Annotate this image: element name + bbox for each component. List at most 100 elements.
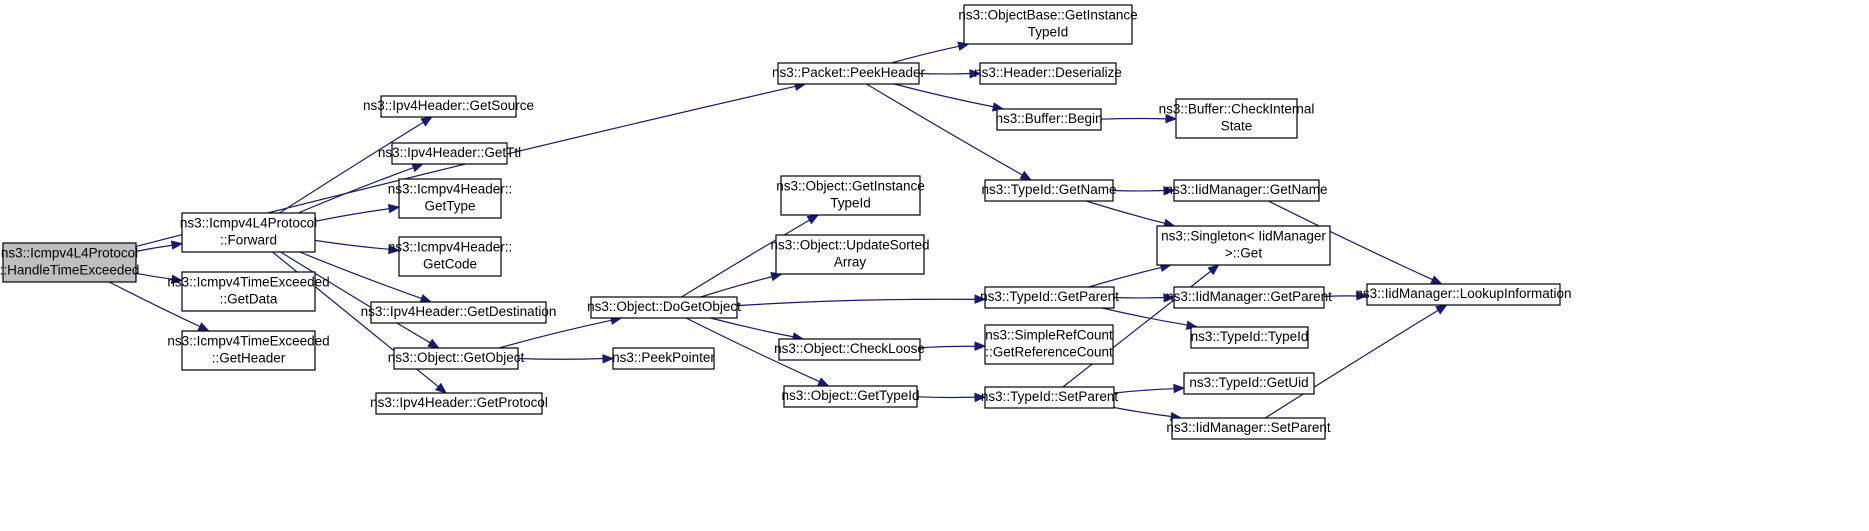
edge-n17-n24 bbox=[1268, 200, 1434, 281]
node-ipv4-get-destination-label-line: ns3::Ipv4Header::GetDestination bbox=[361, 304, 557, 319]
node-singleton-get-label-line: >::Get bbox=[1225, 246, 1262, 261]
edge-n21-n27 bbox=[710, 317, 795, 338]
node-simple-ref-count-get-reference-count-label-line: ::GetReferenceCount bbox=[985, 345, 1113, 360]
node-typeid-typeid[interactable]: ns3::TypeId::TypeId bbox=[1190, 326, 1309, 349]
node-ipv4-get-ttl[interactable]: ns3::Ipv4Header::GetTtl bbox=[378, 142, 521, 165]
node-ipv4-get-source[interactable]: ns3::Ipv4Header::GetSource bbox=[363, 95, 534, 118]
node-icmpv4-forward-label-line: ::Forward bbox=[220, 233, 277, 248]
edge-n21-n29 bbox=[685, 317, 821, 383]
arrowhead-n10-n26 bbox=[602, 354, 615, 364]
node-time-exceeded-get-header-label-line: ::GetHeader bbox=[212, 351, 286, 366]
arrowhead-n0-n3 bbox=[197, 322, 211, 332]
arrowhead-n0-n2 bbox=[170, 274, 184, 284]
node-buffer-check-internal-state-box bbox=[1175, 98, 1298, 139]
edge-n1-n6 bbox=[297, 166, 415, 214]
node-typeid-get-uid[interactable]: ns3::TypeId::GetUid bbox=[1183, 372, 1315, 395]
node-icmpv4-forward-label-line: ns3::Icmpv4L4Protocol bbox=[180, 216, 317, 231]
node-typeid-typeid-box bbox=[1190, 326, 1309, 349]
edge-n23-n24 bbox=[1323, 295, 1359, 298]
edge-n1-n10 bbox=[280, 251, 432, 344]
node-iidmanager-lookup-information[interactable]: ns3::IidManager::LookupInformation bbox=[1355, 283, 1572, 306]
node-typeid-get-uid-box bbox=[1183, 372, 1315, 395]
node-iidmanager-get-parent[interactable]: ns3::IidManager::GetParent bbox=[1166, 286, 1332, 309]
node-object-get-typeid[interactable]: ns3::Object::GetTypeId bbox=[781, 385, 920, 408]
arrowhead-n29-n30 bbox=[974, 392, 987, 403]
edge-n4-n12 bbox=[891, 45, 961, 64]
arrowhead-n1-n10 bbox=[427, 338, 440, 349]
node-iidmanager-get-name[interactable]: ns3::IidManager::GetName bbox=[1165, 179, 1328, 202]
edge-n0-n3 bbox=[108, 281, 202, 328]
node-simple-ref-count-get-reference-count[interactable]: ns3::SimpleRefCount::GetReferenceCount bbox=[984, 324, 1114, 365]
node-peek-pointer-label-line: ns3::PeekPointer bbox=[612, 350, 715, 365]
node-typeid-get-parent-label-line: ns3::TypeId::GetParent bbox=[980, 289, 1119, 304]
edge-n1-n11 bbox=[272, 251, 440, 388]
node-typeid-set-parent-label-line: ns3::TypeId::SetParent bbox=[981, 389, 1119, 404]
arrowhead-n32-n24 bbox=[1435, 304, 1448, 315]
node-ipv4-get-protocol-box bbox=[375, 392, 543, 415]
node-icmpv4-header-get-type[interactable]: ns3::Icmpv4Header::GetType bbox=[388, 178, 513, 219]
node-time-exceeded-get-data[interactable]: ns3::Icmpv4TimeExceeded::GetData bbox=[167, 271, 330, 312]
arrowhead-n17-n24 bbox=[1430, 275, 1443, 285]
node-object-do-get-object[interactable]: ns3::Object::DoGetObject bbox=[587, 296, 741, 319]
edge-n30-n32 bbox=[1113, 406, 1173, 418]
node-packet-peek-header-box bbox=[777, 62, 920, 85]
node-ipv4-get-destination-box bbox=[370, 301, 547, 324]
node-time-exceeded-get-header-box bbox=[181, 330, 316, 371]
node-ipv4-get-protocol[interactable]: ns3::Ipv4Header::GetProtocol bbox=[370, 392, 548, 415]
node-icmpv4-handle-time-exceeded[interactable]: ns3::Icmpv4L4Protocol::HandleTimeExceede… bbox=[0, 242, 139, 283]
node-object-get-instance-typeid-box bbox=[780, 175, 921, 216]
node-object-get-instance-typeid-label-line: TypeId bbox=[830, 196, 871, 211]
node-object-check-loose[interactable]: ns3::Object::CheckLoose bbox=[774, 338, 925, 361]
node-ipv4-get-destination[interactable]: ns3::Ipv4Header::GetDestination bbox=[361, 301, 557, 324]
node-time-exceeded-get-data-label-line: ::GetData bbox=[220, 292, 278, 307]
node-peek-pointer[interactable]: ns3::PeekPointer bbox=[612, 347, 715, 370]
node-icmpv4-forward[interactable]: ns3::Icmpv4L4Protocol::Forward bbox=[180, 212, 317, 253]
edge-n32-n24 bbox=[1264, 309, 1440, 419]
node-buffer-begin-label-line: ns3::Buffer::Begin bbox=[995, 111, 1102, 126]
node-typeid-get-name[interactable]: ns3::TypeId::GetName bbox=[981, 179, 1117, 202]
node-typeid-get-parent[interactable]: ns3::TypeId::GetParent bbox=[980, 286, 1119, 309]
node-typeid-set-parent[interactable]: ns3::TypeId::SetParent bbox=[981, 386, 1119, 409]
node-typeid-get-name-label-line: ns3::TypeId::GetName bbox=[981, 182, 1116, 197]
node-buffer-check-internal-state-label-line: ns3::Buffer::CheckInternal bbox=[1159, 102, 1315, 117]
node-icmpv4-header-get-code-label-line: GetCode bbox=[423, 257, 477, 272]
node-buffer-begin[interactable]: ns3::Buffer::Begin bbox=[995, 108, 1103, 131]
arrowhead-n27-n28 bbox=[974, 341, 987, 351]
edge-n0-n1 bbox=[135, 244, 174, 252]
node-object-do-get-object-label-line: ns3::Object::DoGetObject bbox=[587, 299, 741, 314]
node-icmpv4-header-get-type-box bbox=[398, 178, 502, 219]
node-singleton-get-box bbox=[1156, 225, 1331, 266]
node-icmpv4-forward-box bbox=[181, 212, 316, 253]
edge-n4-n14 bbox=[894, 83, 995, 108]
node-icmpv4-handle-time-exceeded-label-line: ns3::Icmpv4L4Protocol bbox=[1, 246, 138, 261]
node-time-exceeded-get-header[interactable]: ns3::Icmpv4TimeExceeded::GetHeader bbox=[167, 330, 330, 371]
edge-n10-n26 bbox=[517, 357, 605, 360]
node-header-deserialize[interactable]: ns3::Header::Deserialize bbox=[974, 62, 1122, 85]
node-time-exceeded-get-data-box bbox=[181, 271, 316, 312]
node-object-get-typeid-box bbox=[783, 385, 918, 408]
node-iidmanager-lookup-information-label-line: ns3::IidManager::LookupInformation bbox=[1355, 286, 1571, 301]
edge-n10-n21 bbox=[498, 319, 613, 349]
node-object-base-get-instance-typeid-label-line: ns3::ObjectBase::GetInstance bbox=[958, 8, 1137, 23]
edge-n30-n31 bbox=[1113, 388, 1176, 394]
node-packet-peek-header[interactable]: ns3::Packet::PeekHeader bbox=[772, 62, 926, 85]
arrowhead-n22-n23 bbox=[1163, 293, 1176, 303]
arrowhead-n1-n7 bbox=[387, 203, 401, 214]
node-icmpv4-header-get-code[interactable]: ns3::Icmpv4Header::GetCode bbox=[388, 236, 513, 277]
node-singleton-get[interactable]: ns3::Singleton< IidManager>::Get bbox=[1156, 225, 1331, 266]
node-iidmanager-set-parent[interactable]: ns3::IidManager::SetParent bbox=[1166, 417, 1331, 440]
arrowhead-n30-n31 bbox=[1173, 383, 1186, 394]
node-object-do-get-object-box bbox=[590, 296, 738, 319]
arrowhead-n16-n17 bbox=[1163, 186, 1176, 196]
edge-n21-n19 bbox=[681, 219, 811, 298]
node-iidmanager-set-parent-box bbox=[1171, 417, 1326, 440]
edge-n29-n30 bbox=[916, 396, 977, 399]
node-object-get-object[interactable]: ns3::Object::GetObject bbox=[388, 347, 525, 370]
node-iidmanager-lookup-information-box bbox=[1366, 283, 1561, 306]
edge-n1-n8 bbox=[314, 239, 391, 250]
